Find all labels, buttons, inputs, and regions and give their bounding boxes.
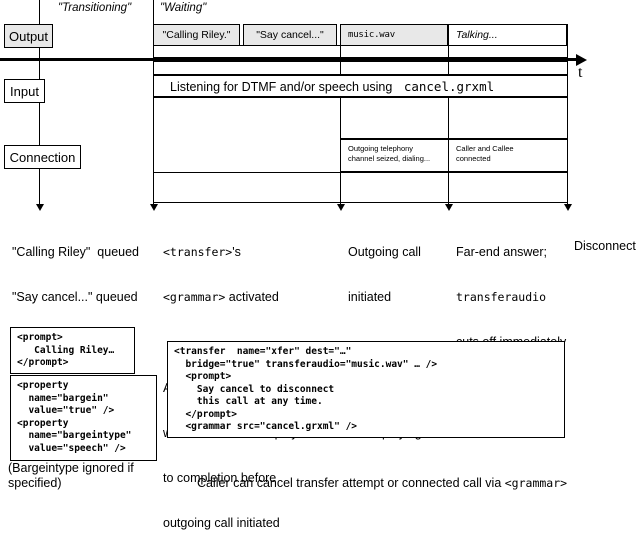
connection-cell-outgoing-seized-label: Outgoing telephony channel seized, diali… (348, 144, 431, 163)
note-transfer-l1: <transfer>'s (163, 245, 311, 260)
event-arrow-line-disconnect (567, 180, 568, 206)
time-axis-line (0, 58, 578, 61)
note-prompts-queued-l1: "Calling Riley" queued (12, 245, 140, 259)
note-disconnect: Disconnect (574, 209, 636, 269)
event-arrow-line-waiting (153, 170, 154, 206)
code-box-transfer: <transfer name="xfer" dest="…" bridge="t… (167, 341, 565, 438)
event-arrow-head-disconnect (564, 204, 572, 211)
output-cell-talking-label: Talking... (456, 29, 498, 41)
connection-cell-outgoing-seized: Outgoing telephony channel seized, diali… (340, 139, 449, 172)
note-transfer-p4: outgoing call initiated (163, 516, 280, 530)
note-transfer-p3: to completion before (163, 471, 277, 485)
code-box-prompt: <prompt> Calling Riley… </prompt> (10, 327, 135, 374)
input-listening-prefix: Listening for DTMF and/or speech using (170, 79, 396, 94)
note-outgoing-l2: initiated (348, 290, 392, 304)
lane-label-connection: Connection (9, 149, 76, 165)
grammar-tag-suffix: activated (225, 290, 279, 304)
input-gap-3 (448, 61, 568, 75)
input-listening-text: Listening for DTMF and/or speech using c… (154, 79, 494, 94)
output-cell-calling-riley: "Calling Riley." (153, 24, 240, 46)
note-farend-l1: Far-end answer; (456, 245, 548, 259)
footnote-caller-cancel: Caller can cancel transfer attempt or co… (190, 461, 567, 491)
note-outgoing-l1: Outgoing call (348, 245, 421, 259)
time-axis-label: t (578, 64, 583, 81)
note-farend-transferaudio: transferaudio (456, 290, 547, 304)
event-arrow-head-waiting (150, 204, 158, 211)
connection-tail-1 (153, 172, 341, 203)
input-listening-row: Listening for DTMF and/or speech using c… (153, 75, 568, 97)
output-cell-music-wav: music.wav (340, 24, 448, 46)
footnote-bargeintype-ignored: (Bargeintype ignored if specified) (8, 461, 134, 490)
lane-label-output: Output (8, 28, 49, 44)
note-prompts-queued-l2: "Say cancel..." queued (12, 290, 138, 304)
code-box-properties: <property name="bargein" value="true" />… (10, 375, 157, 461)
event-arrow-line-start (39, 170, 40, 206)
grammar-tag: <grammar> (163, 290, 226, 304)
event-arrow-head-outgoing (337, 204, 345, 211)
phase-label-waiting: "Waiting" (160, 2, 207, 14)
connection-cell-caller-callee-label: Caller and Callee connected (456, 144, 514, 163)
connection-cell-caller-callee: Caller and Callee connected (448, 139, 568, 172)
output-cell-calling-riley-label: "Calling Riley." (162, 29, 231, 41)
connection-tail-2 (340, 172, 449, 203)
input-gap-1 (153, 61, 341, 75)
lane-box-connection: Connection (4, 145, 81, 169)
output-subrow-3 (448, 45, 568, 58)
connection-gap-1 (153, 97, 341, 173)
output-cell-say-cancel-label: "Say cancel..." (256, 29, 324, 41)
footnote-caller-cancel-text: Caller can cancel transfer attempt or co… (196, 476, 505, 490)
connection-tail-3 (448, 172, 568, 203)
note-disconnect-l1: Disconnect (574, 239, 636, 253)
lane-box-input: Input (4, 79, 45, 103)
transfer-tag-suffix: 's (232, 245, 241, 259)
input-gap-2 (340, 61, 449, 75)
output-subrow-1 (153, 45, 341, 58)
phase-label-transitioning: "Transitioning" (58, 2, 132, 14)
connection-gap-2 (340, 97, 449, 139)
output-cell-music-wav-label: music.wav (348, 30, 395, 40)
connection-gap-3 (448, 97, 568, 139)
lane-box-output: Output (4, 24, 53, 48)
footnote-grammar-tag: <grammar> (504, 476, 568, 490)
time-axis-arrowhead (576, 53, 587, 66)
event-arrow-head-answer (445, 204, 453, 211)
input-listening-grammar-file: cancel.grxml (403, 78, 495, 94)
output-cell-say-cancel: "Say cancel..." (243, 24, 337, 46)
lane-label-input: Input (10, 83, 39, 99)
note-transfer-l2: <grammar> activated (163, 290, 311, 305)
event-arrow-line-answer (448, 180, 449, 206)
event-arrow-line-outgoing (340, 180, 341, 206)
output-subrow-2 (340, 45, 449, 58)
event-arrow-head-start (36, 204, 44, 211)
transfer-tag: <transfer> (163, 245, 233, 259)
output-cell-talking: Talking... (448, 24, 567, 46)
